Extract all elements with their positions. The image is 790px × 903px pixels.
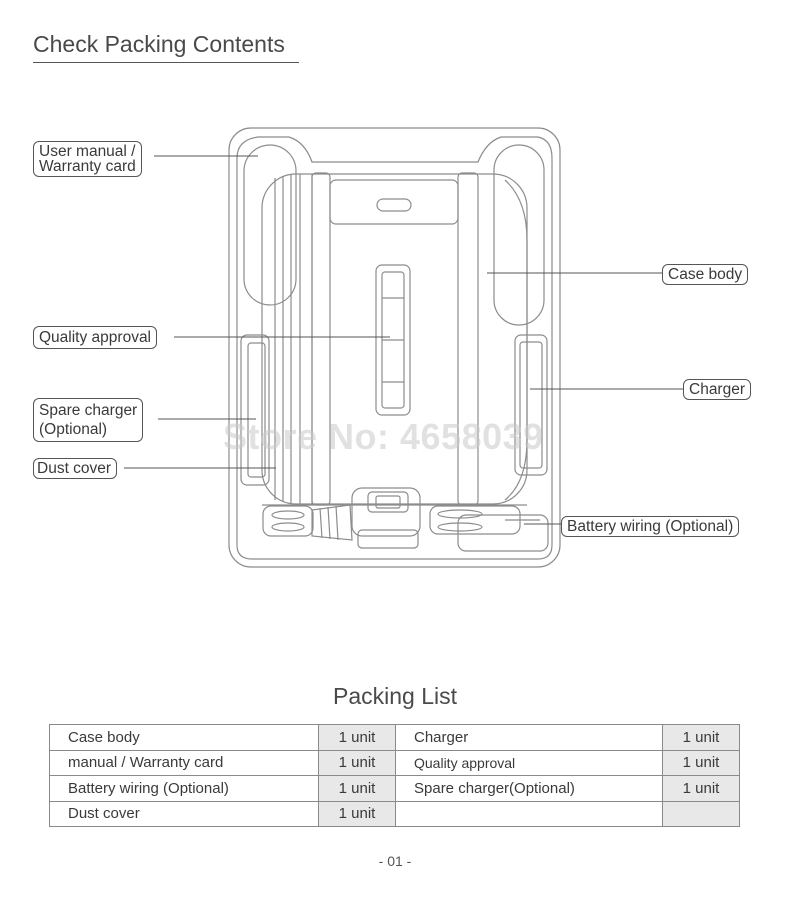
item-quantity: 1 unit [318, 749, 396, 776]
item-quantity: 1 unit [662, 775, 740, 802]
item-name: Spare charger(Optional) [395, 775, 663, 802]
item-quantity: 1 unit [318, 800, 396, 827]
item-name: Battery wiring (Optional) [49, 775, 319, 802]
callout-user-manual-line1: User manual / [39, 143, 136, 160]
page-title: Check Packing Contents [33, 31, 285, 57]
item-name: Charger [395, 724, 663, 751]
right-cup [493, 144, 545, 326]
watermark: Store No: 4658039 [223, 416, 544, 457]
battery-compartment [457, 514, 549, 552]
table-row: Dust cover 1 unit [49, 800, 740, 827]
item-quantity [662, 800, 740, 827]
tray-inner [236, 136, 553, 560]
left-compartment [240, 334, 270, 486]
charger-compartment [514, 334, 548, 476]
plug [351, 487, 421, 537]
packing-list-table: Case body 1 unit Charger 1 unit manual /… [49, 724, 740, 827]
middle-handle [375, 264, 411, 416]
table-row: Battery wiring (Optional) 1 unit Spare c… [49, 775, 740, 802]
item-name: manual / Warranty card [49, 749, 319, 776]
callout-spare-charger-line1: Spare charger [39, 402, 138, 419]
callout-quality-approval: Quality approval [33, 326, 158, 349]
callout-user-manual: User manual / Warranty card [33, 141, 142, 177]
callout-battery-wiring: Battery wiring (Optional) [561, 516, 740, 537]
top-handle [329, 179, 459, 225]
cable-left [262, 505, 314, 537]
item-name: Quality approval [395, 749, 663, 776]
packing-list-title: Packing List [332, 683, 457, 709]
page-number: - 01 - [378, 853, 412, 869]
tray-outer [228, 127, 561, 568]
callout-spare-charger: Spare charger (Optional) [33, 398, 144, 442]
callout-charger: Charger [683, 379, 751, 400]
item-name: Case body [49, 724, 319, 751]
item-name: Dust cover [49, 800, 319, 827]
left-cup [243, 144, 297, 306]
item-quantity: 1 unit [662, 724, 740, 751]
item-quantity: 1 unit [662, 749, 740, 776]
callout-spare-charger-line2: (Optional) [39, 421, 108, 438]
table-row: Case body 1 unit Charger 1 unit [49, 724, 740, 751]
item-quantity: 1 unit [318, 724, 396, 751]
callout-case-body: Case body [662, 264, 749, 285]
item-quantity: 1 unit [318, 775, 396, 802]
title-underline [33, 62, 299, 63]
table-row: manual / Warranty card 1 unit Quality ap… [49, 749, 740, 776]
callout-dust-cover: Dust cover [33, 458, 118, 479]
callout-user-manual-line2: Warranty card [39, 158, 136, 175]
item-name [395, 800, 663, 827]
